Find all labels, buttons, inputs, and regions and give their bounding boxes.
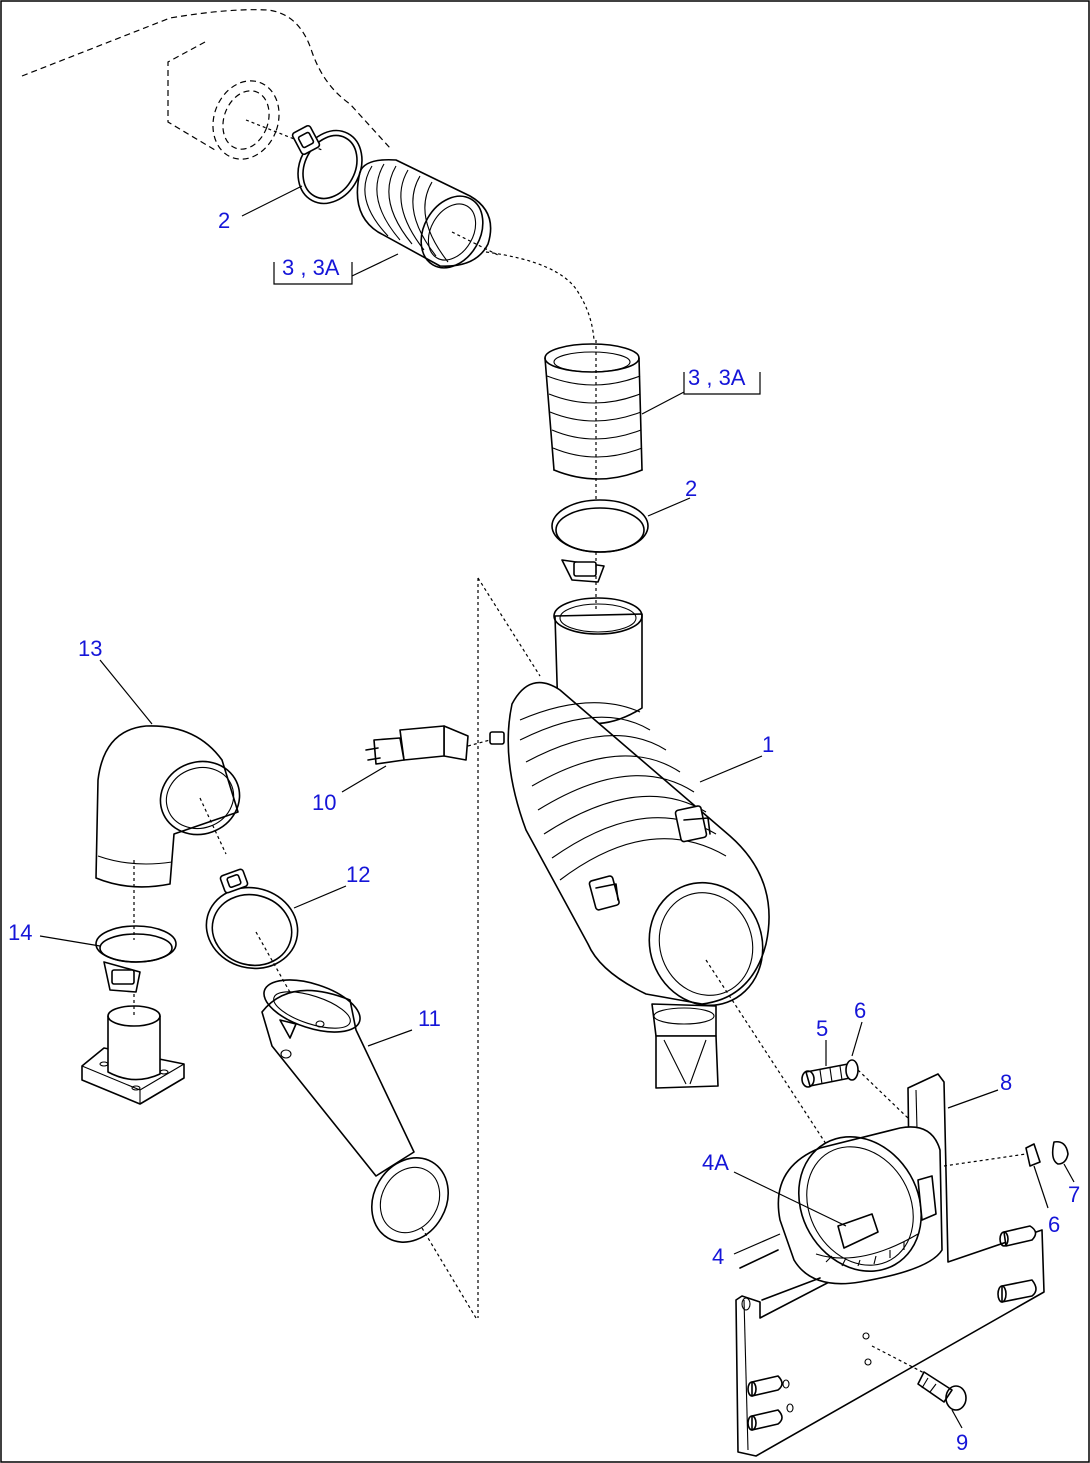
intake-stub-end (212, 80, 280, 160)
dust-indicator-sensor: 10 (312, 725, 491, 815)
pipe-group: 12 11 (205, 862, 477, 1319)
callout-10: 10 (312, 790, 336, 815)
callout-3-3a-right: 3 , 3A (688, 365, 746, 390)
outlet-flange (81, 1005, 185, 1105)
washer-6 (1025, 1143, 1041, 1167)
lower-bellows-group: 3 , 3A 2 (544, 340, 761, 610)
callout-8: 8 (1000, 1070, 1012, 1095)
callout-7: 7 (1068, 1182, 1080, 1207)
bolt-9 (871, 1345, 967, 1411)
callout-4a: 4A (702, 1150, 729, 1175)
hose-clamp-middle (551, 499, 649, 610)
mounting-bracket-group: 5 6 8 4 (702, 998, 1080, 1457)
bellows-hose-top (356, 158, 501, 269)
callout-2-top: 2 (218, 208, 230, 233)
upper-intake-group: 2 3 , 3A (21, 9, 595, 341)
bolt-5 (801, 1059, 911, 1121)
callout-13: 13 (78, 636, 102, 661)
callout-6-right: 6 (1048, 1212, 1060, 1237)
intake-stub (167, 41, 216, 151)
insert-4a (837, 1213, 879, 1249)
mounting-band-4 (739, 1126, 943, 1301)
callout-4: 4 (712, 1244, 724, 1269)
body-outline (21, 9, 391, 149)
callout-5: 5 (816, 1016, 828, 1041)
callout-6-top: 6 (854, 998, 866, 1023)
callout-1: 1 (762, 732, 774, 757)
bellows-hose-lower (544, 340, 643, 500)
callout-12: 12 (346, 862, 370, 887)
callout-14: 14 (8, 920, 32, 945)
callout-11: 11 (418, 1006, 441, 1031)
hose-clamp-12 (205, 868, 299, 970)
elbow-group: 13 14 (8, 636, 241, 1105)
callout-9: 9 (956, 1430, 968, 1455)
hose-clamp-top (291, 124, 363, 205)
callout-2-middle: 2 (685, 476, 697, 501)
callout-3-3a-top: 3 , 3A (282, 255, 340, 280)
air-cleaner-assembly: 1 (477, 577, 831, 1318)
hose-clamp-14 (95, 925, 177, 993)
nut-7 (1051, 1140, 1069, 1165)
